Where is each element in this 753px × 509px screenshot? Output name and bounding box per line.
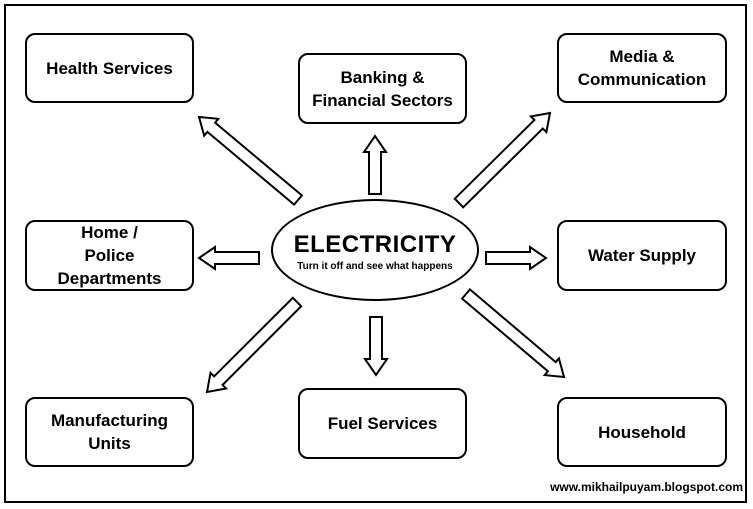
arrow-to-water [485, 245, 548, 271]
center-title: ELECTRICITY [293, 230, 457, 258]
node-media-communication-label: Media & Communication [577, 47, 707, 89]
node-health-services-label: Health Services [46, 58, 173, 78]
node-banking-financial-label: Banking & Financial Sectors [312, 67, 453, 110]
node-health-services: Health Services [25, 33, 194, 103]
arrow-to-health [197, 115, 304, 207]
arrow-to-household [460, 287, 566, 379]
node-fuel-services-label: Fuel Services [327, 414, 438, 433]
diagram-frame [4, 4, 747, 503]
node-home-police-label: Home / Police Departments [57, 223, 162, 288]
arrow-to-banking [362, 134, 388, 195]
arrow-to-home-police [197, 245, 260, 271]
node-media-communication: Media & Communication [557, 33, 727, 103]
node-home-police: Home / Police Departments [25, 220, 194, 291]
arrow-to-manufacturing [205, 296, 303, 394]
arrow-to-fuel [363, 316, 389, 377]
node-fuel-services: Fuel Services [298, 388, 467, 459]
credit-text: www.mikhailpuyam.blogspot.com [550, 480, 743, 494]
node-water-supply: Water Supply [557, 220, 727, 291]
node-household-label: Household [598, 422, 686, 442]
node-household: Household [557, 397, 727, 467]
center-subtitle: Turn it off and see what happens [297, 260, 453, 272]
node-manufacturing-units-label: Manufacturing Units [50, 411, 169, 453]
node-banking-financial: Banking & Financial Sectors [298, 53, 467, 124]
arrow-to-media [453, 111, 552, 209]
node-manufacturing-units: Manufacturing Units [25, 397, 194, 467]
node-water-supply-label: Water Supply [588, 246, 696, 265]
center-ellipse-electricity: ELECTRICITY Turn it off and see what hap… [271, 199, 479, 301]
